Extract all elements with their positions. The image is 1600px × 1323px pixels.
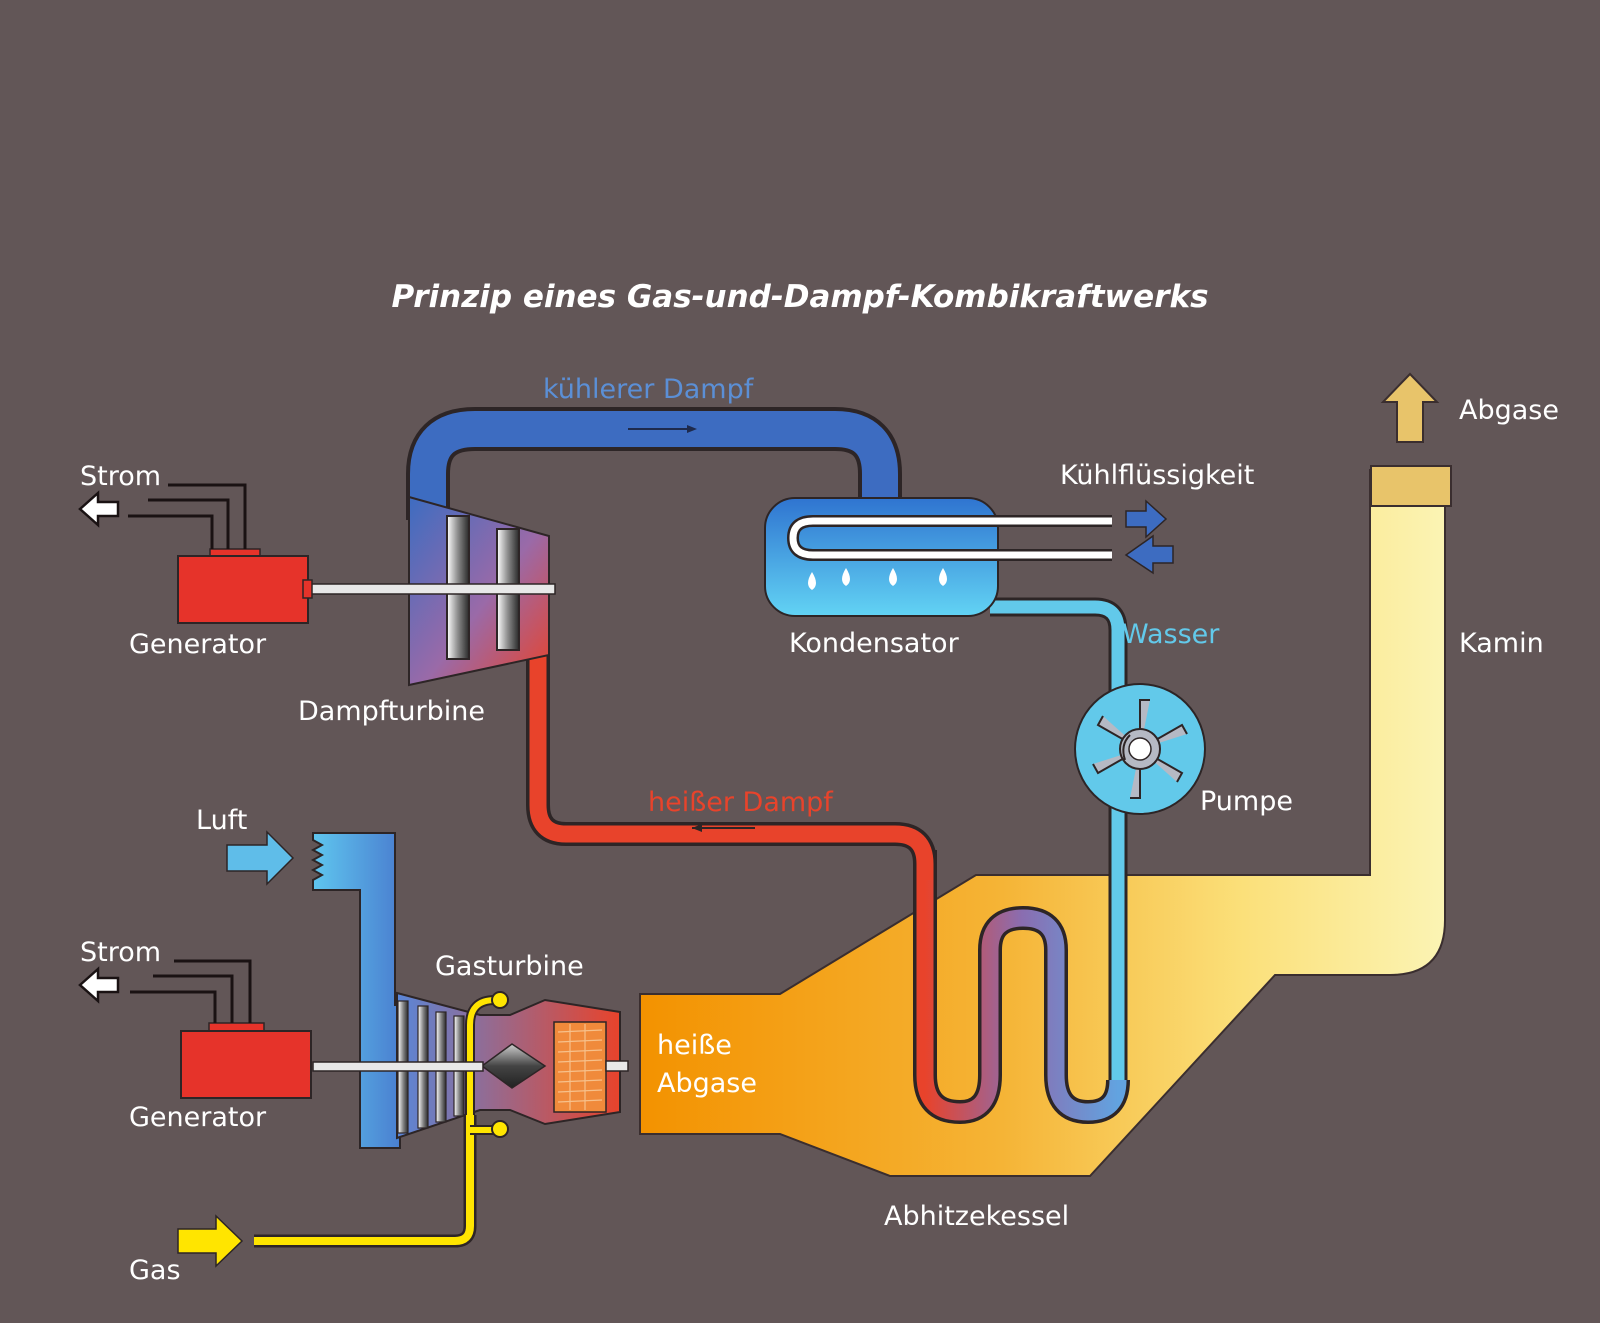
air-intake-duct [310,832,401,1149]
gas-pipe [254,991,509,1248]
air-in-arrow-icon [226,830,295,886]
label-kuehlerer-dampf: kühlerer Dampf [543,374,755,405]
label-generator-top: Generator [129,629,267,660]
hot-steam-pipe [526,640,937,880]
label-wasser: Wasser [1122,619,1220,650]
diagram-title: Prinzip eines Gas-und-Dampf-Kombikraftwe… [391,279,1208,315]
label-abhitzekessel: Abhitzekessel [884,1201,1069,1232]
power-out-arrow-icon-bottom [78,966,120,1004]
condenser [764,497,1112,617]
label-dampfturbine: Dampfturbine [298,696,485,727]
label-generator-bottom: Generator [129,1102,267,1133]
label-gas: Gas [129,1255,181,1286]
water-pipe [990,597,1128,1090]
label-strom-top: Strom [80,461,161,492]
label-heisse-abgase-line2: Abgase [657,1068,757,1099]
label-kondensator: Kondensator [789,628,960,659]
label-strom-bottom: Strom [80,937,161,968]
label-abgase-top: Abgase [1459,395,1559,426]
label-gasturbine: Gasturbine [435,951,584,982]
power-out-arrow-icon-top [78,490,120,528]
gas-in-arrow-icon [177,1214,244,1268]
cool-steam-pipe [406,407,902,520]
boiler-coil [913,850,1130,1125]
pump [1074,683,1206,815]
generator-top [177,548,556,624]
power-cables-top [128,483,247,549]
generator-bottom [180,1022,484,1099]
label-kuehlfluessigkeit: Kühlflüssigkeit [1060,460,1254,491]
exhaust-up-arrow-icon [1380,372,1440,443]
label-pumpe: Pumpe [1200,786,1293,817]
power-cables-bottom [130,959,252,1023]
label-luft: Luft [196,805,247,836]
label-heisse-abgase-line1: heiße [657,1030,732,1061]
condensate-drops [808,568,947,590]
label-heisser-dampf: heißer Dampf [648,787,834,818]
coolant-arrows-icon [1124,499,1174,575]
label-kamin: Kamin [1459,628,1544,659]
chimney-cap [1370,465,1452,507]
